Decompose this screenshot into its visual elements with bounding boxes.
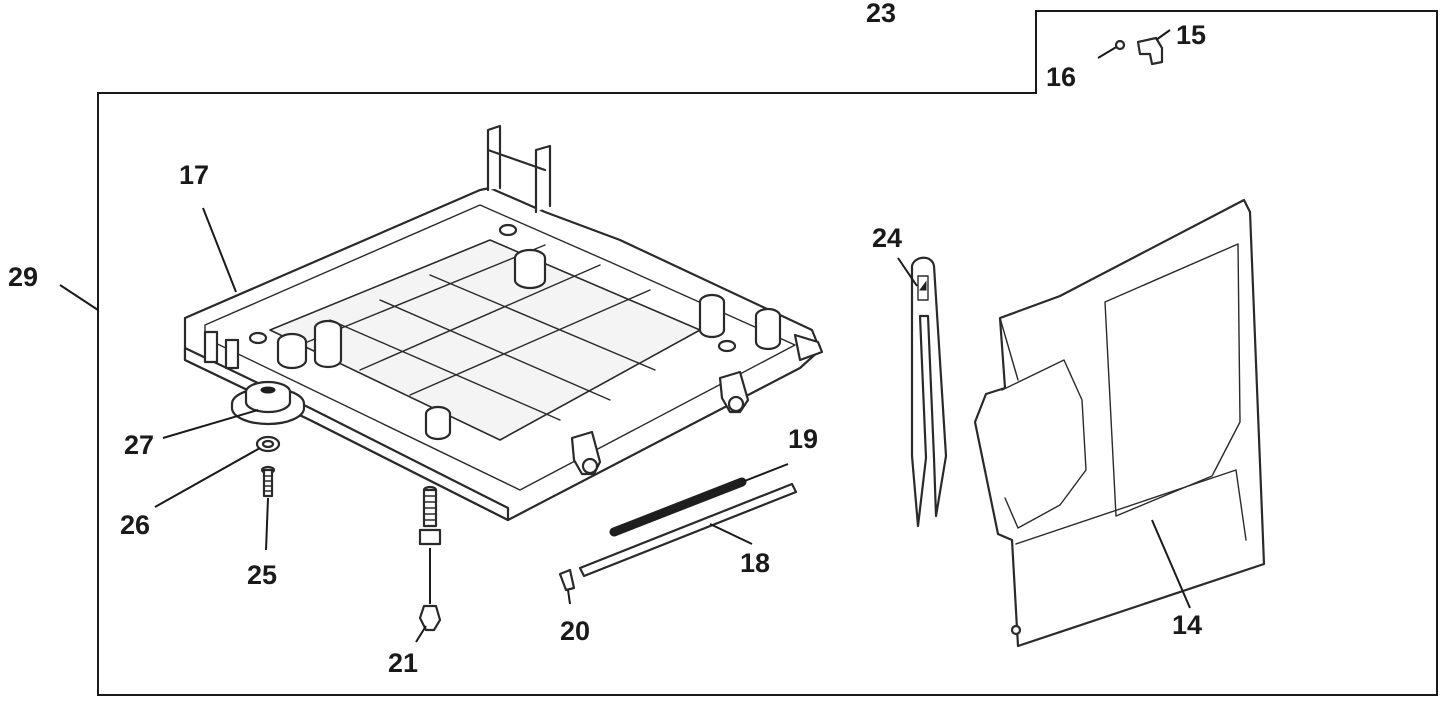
leader-18 (709, 523, 753, 545)
callout-23: 23 (866, 0, 896, 28)
part-15-bracket (1136, 29, 1171, 66)
leader-14 (1151, 519, 1191, 609)
part-24-tweezers (910, 256, 948, 528)
callout-24: 24 (872, 223, 902, 253)
part-25-screw (260, 465, 276, 498)
leader-24 (897, 257, 918, 287)
callout-26: 26 (120, 510, 150, 540)
callout-21: 21 (388, 648, 418, 678)
callout-18: 18 (740, 548, 770, 578)
part-17-tray-base (183, 124, 824, 522)
leader-29 (59, 284, 99, 311)
leader-21 (415, 625, 427, 643)
callout-27: 27 (124, 430, 154, 460)
part-18-rod (578, 482, 798, 578)
assembly-frame (97, 10, 1438, 696)
callout-20: 20 (560, 616, 590, 646)
leader-26 (154, 447, 261, 508)
part-26-washer (255, 435, 281, 453)
part-21-bolt (418, 485, 442, 632)
leader-25 (265, 497, 269, 551)
leader-17 (202, 207, 237, 293)
part-17-bosses (248, 223, 782, 441)
callout-16: 16 (1046, 62, 1076, 92)
part-19-spring (609, 463, 789, 537)
callout-25: 25 (247, 560, 277, 590)
callout-19: 19 (788, 424, 818, 454)
part-20-clip (558, 568, 576, 605)
part-16-pin (1097, 39, 1126, 59)
leader-27 (162, 409, 259, 439)
callout-14: 14 (1172, 610, 1202, 640)
part-14-cover (973, 198, 1266, 648)
callout-17: 17 (179, 160, 209, 190)
callout-29: 29 (8, 262, 38, 292)
callout-15: 15 (1176, 20, 1206, 50)
